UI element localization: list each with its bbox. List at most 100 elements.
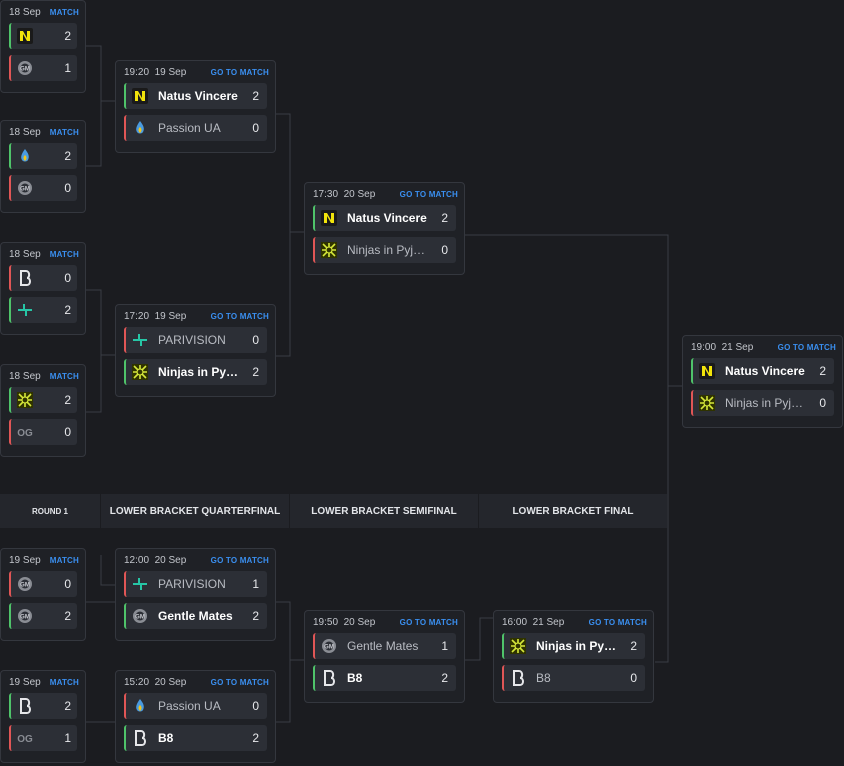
team-score: 2 xyxy=(64,609,71,623)
match-card-upper-r1-3[interactable]: 18 Sep MATCH 0 2 xyxy=(0,242,86,335)
team-row[interactable]: Ninjas in Pyjamas2 xyxy=(124,359,267,385)
round-header-lower-sf: LOWER BRACKET SEMIFINAL xyxy=(290,494,478,528)
team-row[interactable]: GM 2 xyxy=(9,603,77,629)
go-to-match-link[interactable]: GO TO MATCH xyxy=(210,678,269,687)
team-name: Gentle Mates xyxy=(347,639,419,653)
team-row[interactable]: Ninjas in Pyjamas2 xyxy=(502,633,645,659)
b8-logo-icon xyxy=(16,697,34,715)
match-link[interactable]: MATCH xyxy=(49,8,79,17)
parivision-logo-icon xyxy=(16,301,34,319)
match-card-upper-r1-1[interactable]: 18 Sep MATCH 2 GM 1 xyxy=(0,0,86,93)
team-row[interactable]: 0 xyxy=(9,265,77,291)
match-date: 18 Sep xyxy=(9,371,41,382)
team-score: 0 xyxy=(441,243,448,257)
go-to-match-link[interactable]: GO TO MATCH xyxy=(210,556,269,565)
team-score: 1 xyxy=(64,61,71,75)
round-header-round-1: ROUND 1 xyxy=(0,494,100,528)
match-card-upper-r1-2[interactable]: 18 Sep MATCH 2 GM 0 xyxy=(0,120,86,213)
team-row[interactable]: GM 0 xyxy=(9,175,77,201)
team-row[interactable]: 2 xyxy=(9,143,77,169)
team-name: PARIVISION xyxy=(158,577,226,591)
team-score: 2 xyxy=(819,364,826,378)
og-logo-icon: OG xyxy=(16,729,34,747)
match-date: 18 Sep xyxy=(9,7,41,18)
gentle-mates-logo-icon: GM xyxy=(320,637,338,655)
team-name: Passion UA xyxy=(158,699,221,713)
match-link[interactable]: MATCH xyxy=(49,678,79,687)
navi-logo-icon xyxy=(131,87,149,105)
go-to-match-link[interactable]: GO TO MATCH xyxy=(399,190,458,199)
gentle-mates-logo-icon: GM xyxy=(16,59,34,77)
team-score: 2 xyxy=(252,731,259,745)
team-score: 0 xyxy=(819,396,826,410)
team-row[interactable]: 2 xyxy=(9,23,77,49)
team-row[interactable]: 2 xyxy=(9,297,77,323)
gentle-mates-logo-icon: GM xyxy=(16,607,34,625)
team-name: Ninjas in Pyjamas xyxy=(347,243,429,257)
match-date: 19 Sep xyxy=(9,555,41,566)
passion-ua-logo-icon xyxy=(131,697,149,715)
team-score: 2 xyxy=(252,89,259,103)
match-date: 18 Sep xyxy=(9,127,41,138)
go-to-match-link[interactable]: GO TO MATCH xyxy=(777,343,836,352)
navi-logo-icon xyxy=(320,209,338,227)
team-score: 2 xyxy=(441,671,448,685)
match-link[interactable]: MATCH xyxy=(49,128,79,137)
match-link[interactable]: MATCH xyxy=(49,372,79,381)
team-name: Ninjas in Pyjamas xyxy=(536,639,618,653)
match-link[interactable]: MATCH xyxy=(49,556,79,565)
match-datetime: 17:30 20 Sep xyxy=(313,189,376,200)
team-score: 2 xyxy=(252,365,259,379)
match-date: 18 Sep xyxy=(9,249,41,260)
team-row[interactable]: Ninjas in Pyjamas 0 xyxy=(313,237,456,263)
team-name: Natus Vincere xyxy=(347,211,427,225)
svg-text:GM: GM xyxy=(20,615,30,621)
team-row[interactable]: GM 1 xyxy=(9,55,77,81)
team-name: B8 xyxy=(158,731,174,745)
go-to-match-link[interactable]: GO TO MATCH xyxy=(399,618,458,627)
team-score: 0 xyxy=(64,181,71,195)
match-datetime: 12:00 20 Sep xyxy=(124,555,187,566)
svg-text:GM: GM xyxy=(20,187,30,193)
team-row[interactable]: B8 2 xyxy=(124,725,267,751)
passion-ua-logo-icon xyxy=(16,147,34,165)
go-to-match-link[interactable]: GO TO MATCH xyxy=(588,618,647,627)
team-row[interactable]: Ninjas in Pyjamas0 xyxy=(691,390,834,416)
go-to-match-link[interactable]: GO TO MATCH xyxy=(210,312,269,321)
team-score: 0 xyxy=(252,121,259,135)
svg-text:GM: GM xyxy=(20,583,30,589)
round-header-lower-qf: LOWER BRACKET QUARTERFINAL xyxy=(101,494,289,528)
go-to-match-link[interactable]: GO TO MATCH xyxy=(210,68,269,77)
match-link[interactable]: MATCH xyxy=(49,250,79,259)
team-row[interactable]: 2 xyxy=(9,387,77,413)
team-score: 2 xyxy=(252,609,259,623)
team-row[interactable]: 2 xyxy=(9,693,77,719)
gentle-mates-logo-icon: GM xyxy=(16,575,34,593)
